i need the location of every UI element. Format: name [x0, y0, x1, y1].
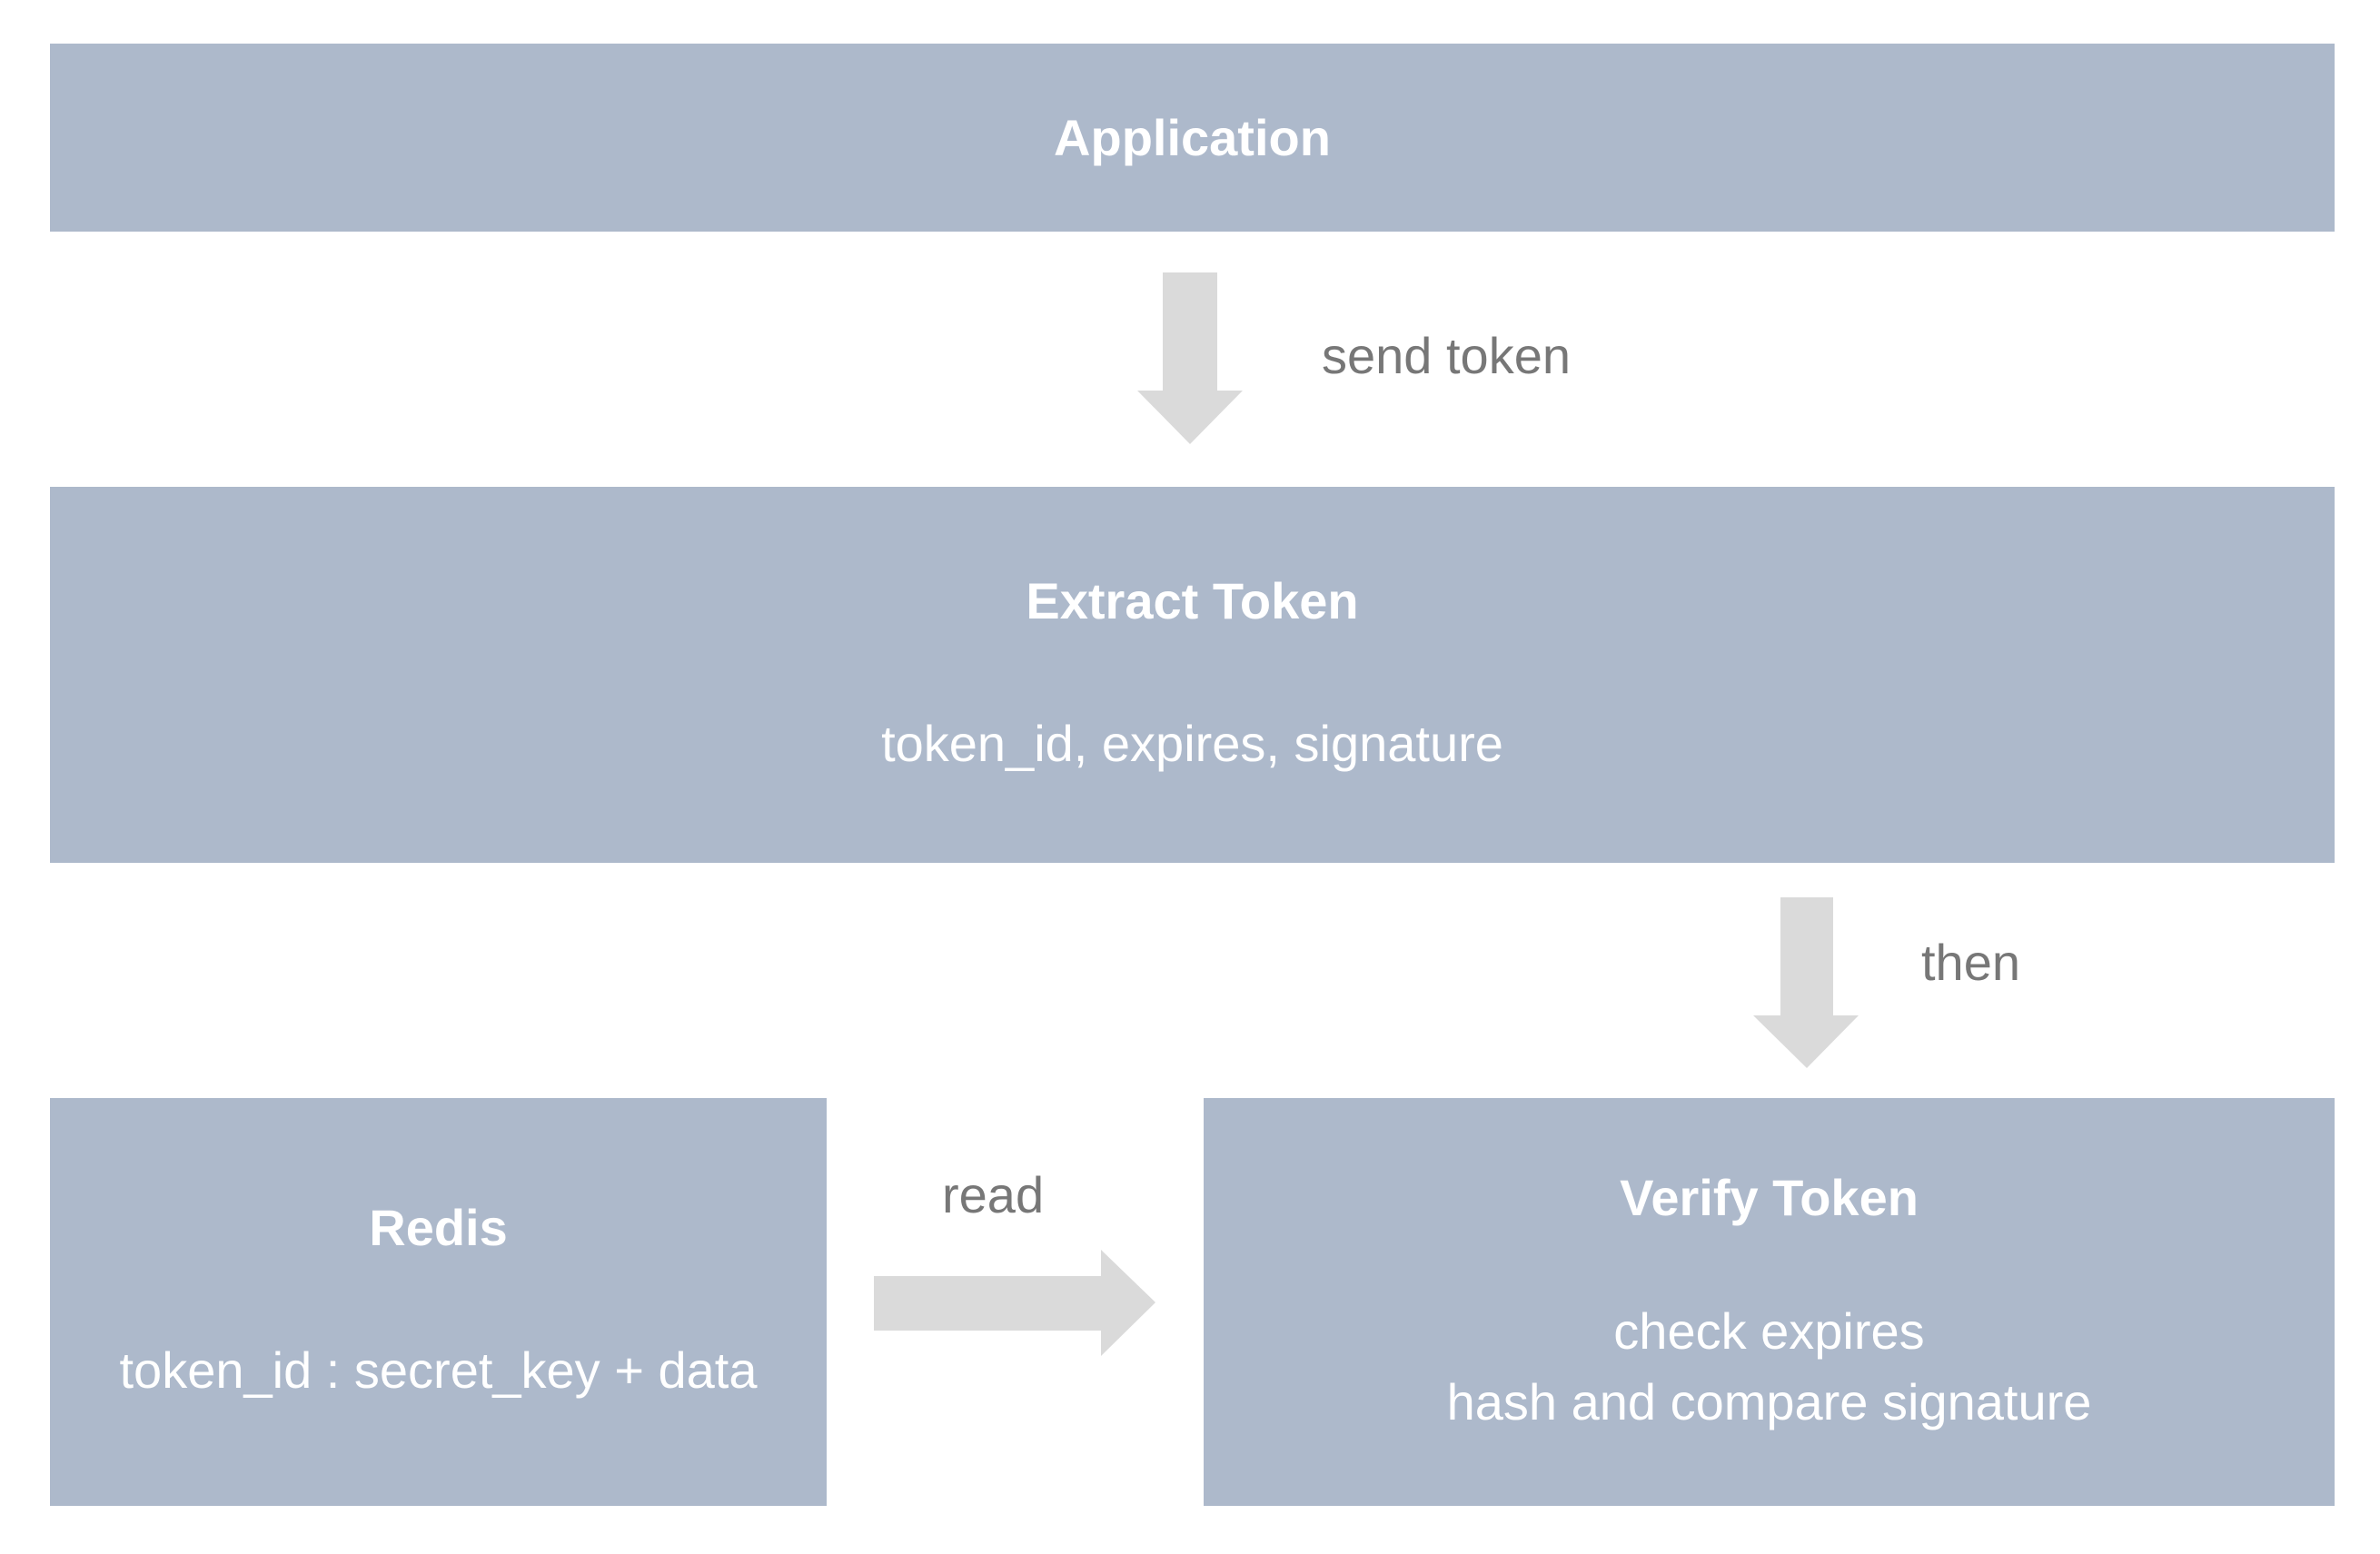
redis-box: Redis token_id : secret_key + data [50, 1098, 827, 1506]
read-label: read [942, 1166, 1045, 1223]
extract-token-title: Extract Token [1026, 571, 1359, 629]
application-title: Application [1054, 108, 1331, 166]
verify-step-hash-compare: hash and compare signature [1446, 1372, 2092, 1430]
extract-token-box: Extract Token token_id, expires, signatu… [50, 487, 2335, 863]
verify-token-box: Verify Token check expires hash and comp… [1204, 1098, 2335, 1506]
verify-step-check-expires: check expires [1613, 1302, 1925, 1361]
redis-title: Redis [369, 1199, 508, 1257]
then-label: then [1921, 934, 2020, 991]
send-token-arrow [1137, 272, 1243, 444]
verify-token-steps: check expires hash and compare signature [1447, 1296, 2092, 1437]
then-arrow [1753, 897, 1859, 1068]
send-token-label: send token [1322, 327, 1571, 384]
verify-token-title: Verify Token [1620, 1169, 1919, 1227]
read-arrow [874, 1250, 1155, 1356]
application-box: Application [50, 44, 2335, 232]
redis-entry: token_id : secret_key + data [119, 1341, 758, 1400]
extract-token-fields: token_id, expires, signature [881, 714, 1503, 772]
